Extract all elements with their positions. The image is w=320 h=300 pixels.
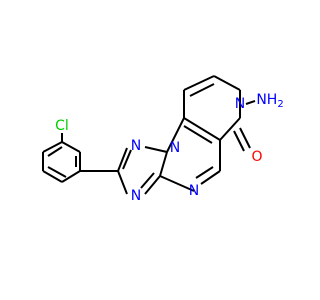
bond bbox=[47, 146, 63, 157]
structure-canvas: Cl N N N N N NH2 O bbox=[42, 75, 284, 204]
bond bbox=[140, 172, 155, 189]
bond bbox=[144, 175, 161, 195]
chlorine-label: Cl bbox=[55, 118, 69, 134]
bond bbox=[122, 149, 132, 170]
fused-rings bbox=[159, 75, 256, 192]
bond bbox=[200, 170, 221, 185]
ring-nitrogen-mid-label: N bbox=[189, 183, 199, 199]
amino-group-label: NH2 bbox=[256, 92, 283, 110]
amino-ring-nitrogen-label: N bbox=[235, 96, 245, 112]
molecule-diagram: Cl N N N N N NH2 O bbox=[42, 75, 284, 204]
bond bbox=[189, 83, 215, 97]
bond bbox=[239, 127, 251, 149]
bond bbox=[61, 170, 81, 183]
bond bbox=[159, 175, 195, 192]
bond bbox=[61, 141, 81, 153]
bond bbox=[183, 125, 213, 144]
ring-nitrogen-top-label: N bbox=[131, 138, 141, 154]
bond bbox=[117, 170, 128, 195]
amino-nh-label: NH bbox=[256, 92, 277, 108]
ring-nitrogen-bottom-label: N bbox=[131, 188, 141, 204]
bond bbox=[245, 100, 256, 105]
chlorophenyl-ring bbox=[42, 133, 118, 183]
bond bbox=[144, 146, 168, 153]
bond bbox=[117, 147, 128, 172]
bond bbox=[42, 170, 63, 183]
ring-nitrogen-left-label: N bbox=[170, 140, 180, 156]
bond bbox=[219, 117, 241, 141]
triazole-ring bbox=[117, 146, 168, 195]
bond bbox=[183, 75, 215, 91]
amino-subscript-label: 2 bbox=[277, 99, 283, 110]
bond bbox=[166, 117, 185, 153]
bond bbox=[42, 141, 63, 153]
bond bbox=[195, 166, 214, 179]
oxygen-label: O bbox=[251, 149, 262, 165]
bond bbox=[213, 75, 241, 91]
bond bbox=[183, 117, 221, 141]
bond bbox=[159, 151, 168, 177]
bond bbox=[47, 166, 67, 178]
bond bbox=[233, 130, 245, 152]
